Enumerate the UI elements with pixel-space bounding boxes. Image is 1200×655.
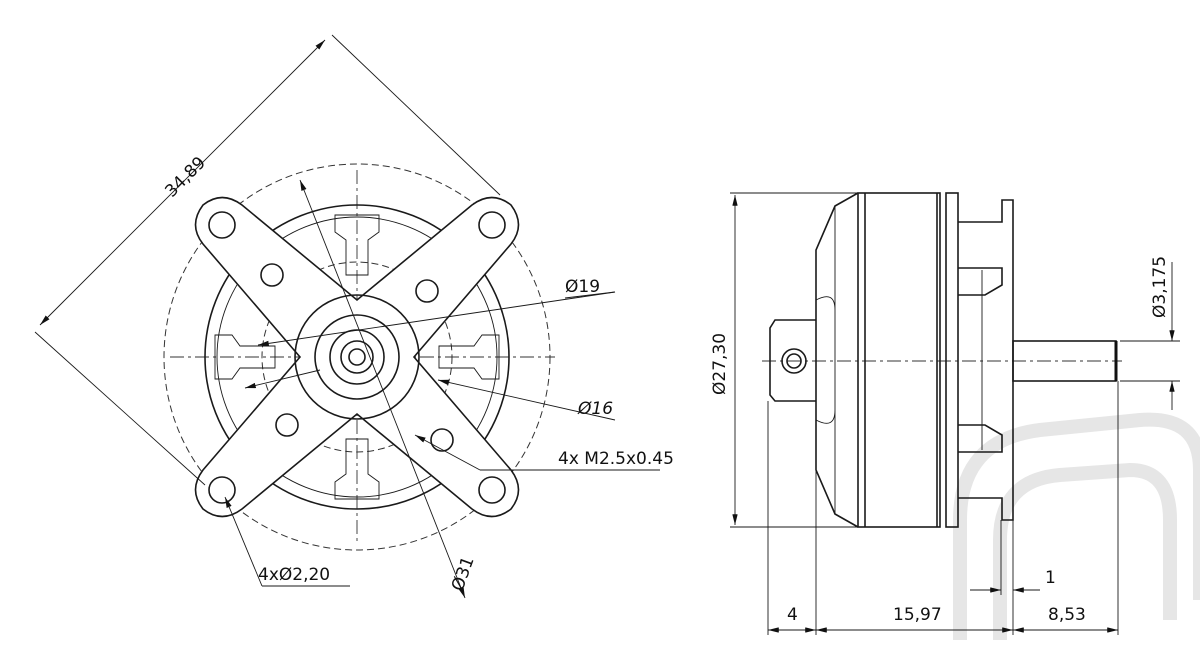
mount-plate [945, 192, 959, 528]
bracket-feet [958, 267, 1003, 453]
dim-label-8-53: 8,53 [1048, 605, 1086, 625]
rotor-body [857, 192, 941, 528]
dim-label-34-89: 34,89 [161, 153, 210, 202]
watermark-logo [953, 412, 1200, 640]
leader-dia-16 [437, 379, 616, 421]
dim-label-dia-27-30: Ø27,30 [710, 333, 730, 395]
front-view: 34,89 Ø19 Ø16 4x M2.5x0.45 4xØ2,20 Ø31 [34, 34, 674, 599]
set-screw-inner [786, 353, 802, 369]
hole-note: 4xØ2,20 [258, 565, 330, 585]
threaded-hole [275, 413, 299, 437]
dim-label-dia-16: Ø16 [577, 399, 613, 419]
dim-line-34-89 [39, 39, 326, 326]
set-screw-outer [781, 348, 807, 374]
dim-label-dia-31: Ø31 [448, 554, 479, 594]
bell-front [815, 192, 859, 528]
dim-label-4: 4 [787, 605, 798, 625]
mount-hole [478, 476, 506, 504]
dim-label-1: 1 [1045, 568, 1056, 588]
dim-line-dia-31 [299, 179, 466, 599]
side-view: Ø27,30 Ø3,175 4 15,97 8,53 1 [710, 192, 1180, 635]
leader-holes [224, 496, 263, 587]
mount-hole [478, 211, 506, 239]
extension-line [34, 331, 206, 486]
extension-line [331, 34, 501, 196]
dim-label-15-97: 15,97 [893, 605, 942, 625]
thread-note: 4x M2.5x0.45 [558, 449, 674, 469]
prop-hub [769, 319, 816, 402]
leader-underline [564, 291, 616, 299]
mount-hole [208, 476, 236, 504]
bell-ribs [815, 206, 836, 514]
dim-label-dia-3-175: Ø3,175 [1150, 256, 1170, 318]
dim-label-dia-19: Ø19 [565, 277, 600, 297]
